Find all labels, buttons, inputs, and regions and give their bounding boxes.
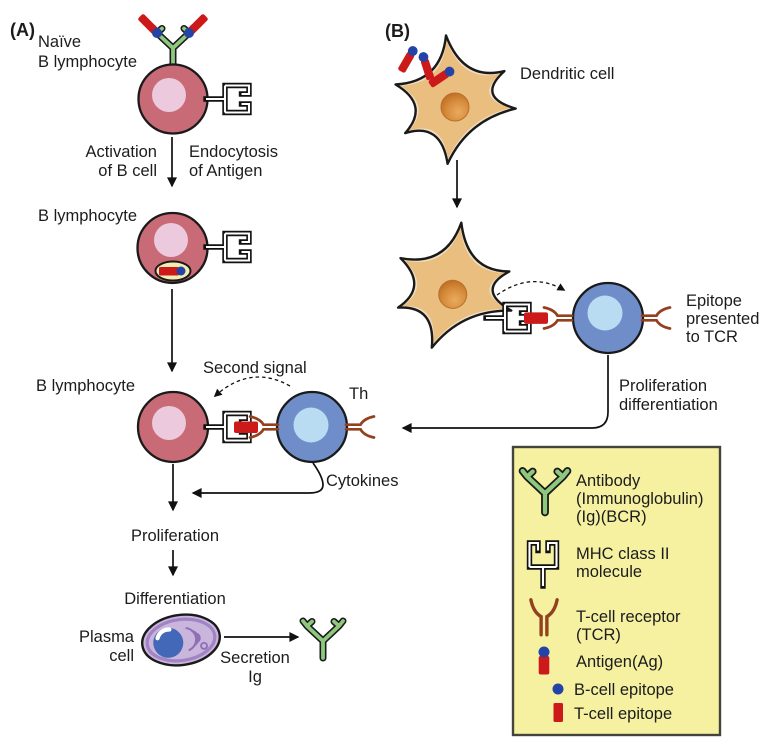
activation-label-line1: Activation	[85, 143, 157, 161]
epitope-label-line3: to TCR	[686, 328, 738, 346]
legend-tcr-label-line2: (TCR)	[576, 626, 621, 644]
second-signal-label: Second signal	[203, 359, 307, 377]
secretion-label-line1: Secretion	[220, 649, 290, 667]
t-epitope-presented-icon	[524, 312, 548, 324]
b-epitope-dot-icon	[176, 266, 186, 276]
t-cell-nucleus	[587, 295, 623, 331]
legend-t-epitope-label: T-cell epitope	[574, 705, 672, 723]
b-lymphocyte-3-label: B lymphocyte	[36, 377, 135, 395]
legend-mhc-label-line1: MHC class II	[576, 545, 670, 563]
legend-t-epitope-icon	[553, 703, 563, 722]
second-signal-dashed-arrow	[213, 376, 291, 398]
legend-antibody-label-line2: (Immunoglobulin)	[576, 490, 703, 508]
panel-a: (A) Naïve B lymphocyte Activation of B c…	[10, 14, 609, 686]
legend-antibody-label-line1: Antibody	[576, 472, 641, 490]
b-epitope-dot-left	[152, 28, 162, 38]
plasma-cell	[141, 613, 221, 667]
b-cell-nucleus	[154, 223, 188, 257]
nucleus-highlight	[155, 627, 172, 641]
proliferation-label: Proliferation	[131, 527, 219, 545]
b-cell-th-synapse	[136, 390, 376, 464]
secretion-label-line2: Ig	[248, 668, 262, 686]
epitope-label-line2: presented	[686, 310, 759, 328]
panel-b: (B) Dendritic cell Epitope presented to …	[380, 21, 759, 414]
panel-b-label: (B)	[385, 21, 410, 41]
endocytosis-label-line2: of Antigen	[189, 162, 262, 180]
panel-a-label: (A)	[10, 20, 35, 40]
b-cell-nucleus	[152, 406, 186, 440]
b-epitope-dot-right	[184, 28, 194, 38]
th-help-arrow-from-panel-b	[401, 355, 609, 433]
legend-b-epitope-icon	[552, 683, 564, 695]
b-cell-nucleus	[152, 78, 186, 112]
legend-antigen-label: Antigen(Ag)	[576, 653, 663, 671]
activation-label-line2: of B cell	[98, 162, 157, 180]
b-lymphocyte-2-label: B lymphocyte	[38, 207, 137, 225]
presentation-dashed-arrow	[496, 280, 566, 296]
activated-b-cell	[136, 211, 250, 285]
naive-b-cell-label-line1: Naïve	[38, 33, 81, 51]
t-epitope-bar-icon	[159, 267, 179, 276]
vesicle-dot	[200, 641, 208, 650]
cytokines-label: Cytokines	[326, 472, 398, 490]
naive-b-cell	[137, 14, 249, 135]
antigen-on-bcr-left	[138, 14, 158, 34]
endoplasmic-reticulum-lines	[185, 627, 201, 651]
epitope-label-line1: Epitope	[686, 292, 742, 310]
legend: Antibody (Immunoglobulin) (Ig)(BCR) MHC …	[511, 445, 722, 737]
plasma-cell-label-line1: Plasma	[79, 628, 135, 646]
t-cell	[542, 281, 672, 355]
cytokines-arrow	[191, 462, 324, 498]
legend-mhc-label-line2: molecule	[576, 563, 642, 581]
legend-b-epitope-label: B-cell epitope	[574, 681, 674, 699]
naive-b-cell-label-line2: B lymphocyte	[38, 53, 137, 71]
legend-antibody-label-line3: (Ig)(BCR)	[576, 508, 647, 526]
legend-antigen-icon	[538, 646, 550, 675]
th-cell-nucleus	[293, 407, 329, 443]
legend-tcr-label-line1: T-cell receptor	[576, 608, 681, 626]
differentiation-label: Differentiation	[124, 590, 226, 608]
proliferation-differentiation-label-line2: differentiation	[619, 396, 718, 414]
endocytosis-label-line1: Endocytosis	[189, 143, 278, 161]
plasma-cell-label-line2: cell	[109, 647, 134, 665]
antigen-on-bcr-right	[188, 14, 208, 34]
dendritic-cell-label: Dendritic cell	[520, 65, 614, 83]
t-epitope-presented-icon	[234, 421, 258, 433]
proliferation-differentiation-label-line1: Proliferation	[619, 377, 707, 395]
th-cell-label: Th	[349, 385, 368, 403]
